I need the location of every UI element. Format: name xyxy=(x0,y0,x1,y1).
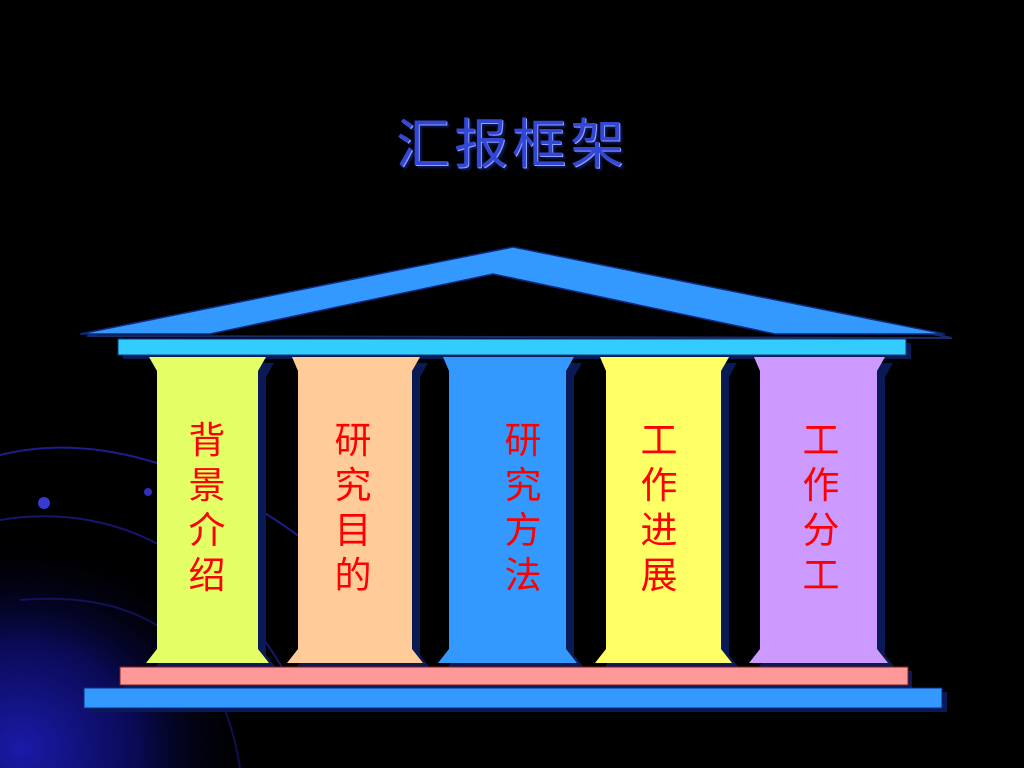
architrave xyxy=(117,338,907,356)
base-top xyxy=(119,666,909,686)
column-3-label: 研 究 方 法 xyxy=(504,419,542,597)
column-2-shape xyxy=(287,357,423,663)
column-3-shape xyxy=(438,357,577,663)
column-4-shape xyxy=(595,357,732,663)
column-1-shape xyxy=(146,357,269,663)
slide-title: 汇报框架 xyxy=(396,113,628,176)
column-1 xyxy=(146,357,277,669)
column-5-shape xyxy=(749,357,888,663)
column-5-label: 工 作 分 工 xyxy=(802,419,840,597)
column-4 xyxy=(595,357,740,669)
column-5 xyxy=(749,357,896,669)
roof-pediment xyxy=(79,246,946,335)
column-1-label: 背 景 介 绍 xyxy=(188,419,226,597)
column-2-label: 研 究 目 的 xyxy=(334,419,372,597)
column-2 xyxy=(287,357,431,669)
base-bottom xyxy=(83,687,943,709)
column-4-label: 工 作 进 展 xyxy=(640,419,678,597)
column-3 xyxy=(438,357,585,669)
